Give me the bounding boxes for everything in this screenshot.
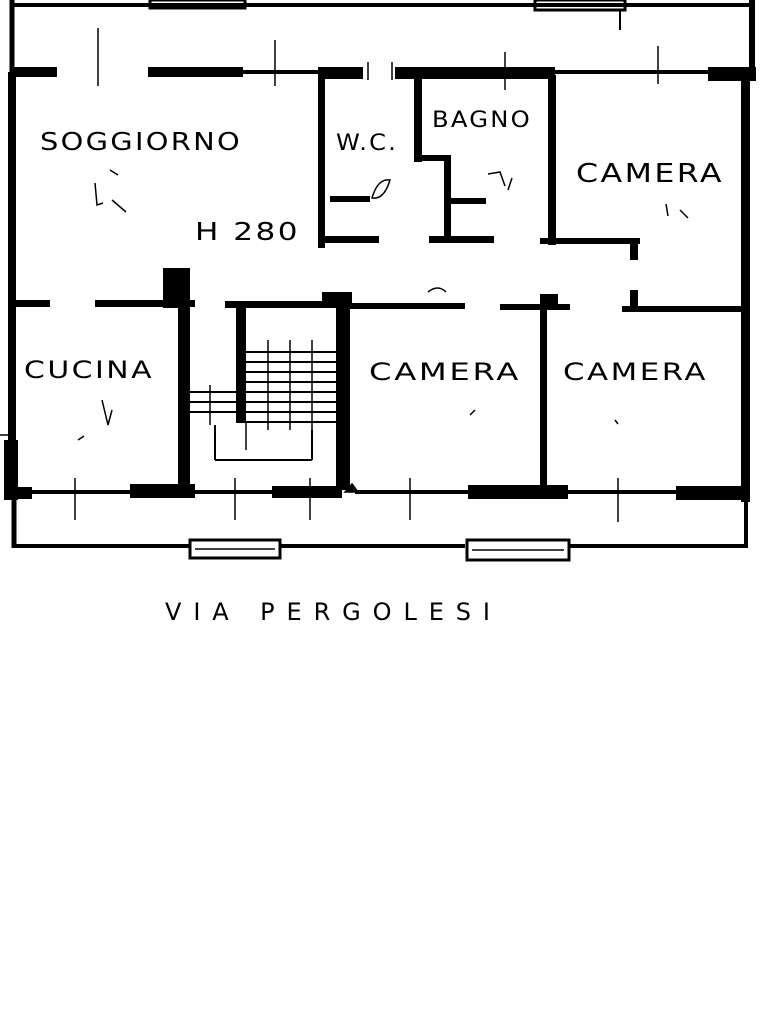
lower-balcony (11, 498, 748, 562)
top-balcony (9, 0, 755, 72)
room-label-camera-right: CAMERA (563, 358, 708, 386)
room-label-camera-top-right: CAMERA (576, 159, 724, 189)
interior-walls (12, 72, 748, 490)
room-label-soggiorno: SOGGIORNO (40, 127, 242, 156)
street-name: VIA PERGOLESI (165, 598, 492, 626)
window-marks (0, 28, 659, 522)
room-label-camera-center: CAMERA (369, 358, 521, 386)
stair-well (190, 305, 336, 461)
sketch-marks (77, 169, 689, 493)
height-note: H 280 (195, 217, 300, 246)
room-label-bagno: BAGNO (432, 108, 532, 133)
room-label-cucina: CUCINA (24, 356, 154, 384)
room-label-wc: W.C. (336, 131, 398, 156)
